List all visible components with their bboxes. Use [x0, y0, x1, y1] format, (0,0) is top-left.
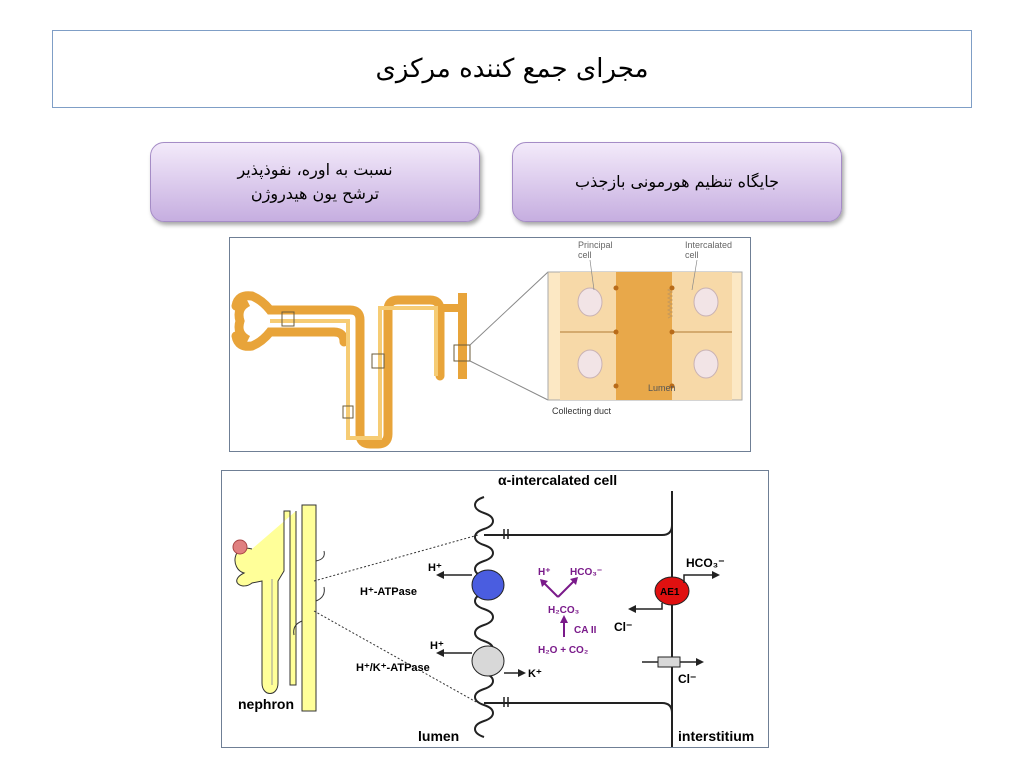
hk-atpase-label: H⁺/K⁺-ATPase: [356, 662, 430, 674]
apical-membrane: [474, 496, 494, 738]
cell-title: α-intercalated cell: [498, 472, 617, 488]
h-plus-label-2: H⁺: [430, 640, 444, 652]
cl-in-label: Cl⁻: [614, 620, 632, 634]
intercalated-cell-figure: nephron α-intercalated cell H⁺ H⁺-ATPase…: [221, 470, 769, 748]
ae1-label: AE1: [660, 587, 680, 598]
h-plus-label: H⁺: [428, 562, 442, 574]
collecting-duct-segment: [458, 293, 467, 379]
intercalated-cell-label-2: cell: [685, 250, 699, 260]
rxn-h-plus: H⁺: [538, 567, 551, 578]
lumen-label: lumen: [418, 728, 459, 744]
info-box-right-line1: جایگاه تنظیم هورمونی بازجذب: [575, 172, 779, 191]
cl-out-label: Cl⁻: [678, 672, 696, 686]
rxn-h2co3: H₂CO₃: [548, 605, 580, 616]
hco3-out-label: HCO₃⁻: [686, 556, 725, 570]
principal-cell-label-2: cell: [578, 250, 592, 260]
lumen-region: [616, 272, 672, 400]
rxn-ca-ii: CA II: [574, 625, 597, 636]
nephron-tubule: [231, 291, 445, 449]
k-plus-label: K⁺: [528, 668, 542, 680]
interstitium-label: interstitium: [678, 728, 754, 744]
intercalated-cell-label: Intercalated: [685, 240, 732, 250]
glomerulus: [232, 539, 248, 555]
h-atpase-label: H⁺-ATPase: [360, 586, 417, 598]
zoom-line-top: [313, 534, 479, 582]
intercalated-cell-svg: nephron α-intercalated cell H⁺ H⁺-ATPase…: [232, 472, 754, 747]
h-atpase-pump: [471, 569, 505, 601]
page-title: مجرای جمع کننده مرکزی: [375, 54, 649, 84]
title-box: مجرای جمع کننده مرکزی: [52, 30, 972, 108]
info-box-urea-hydrogen: نسبت به اوره، نفوذپذیر ترشح یون هیدروژن: [150, 142, 480, 222]
info-box-left-line1: نسبت به اوره، نفوذپذیر: [237, 160, 393, 179]
info-box-hormonal-regulation: جایگاه تنظیم هورمونی بازجذب: [512, 142, 842, 222]
reaction-arrows: [543, 580, 575, 637]
lumen-label: Lumen: [648, 383, 676, 393]
collecting-duct-label: Collecting duct: [552, 406, 612, 416]
nephron-label: nephron: [238, 696, 294, 712]
nephron-sketch: [234, 504, 325, 712]
collecting-duct-figure: Principal cell Intercalated cell Lumen C…: [229, 237, 751, 452]
cl-channel: [657, 656, 681, 668]
zoom-line-bottom: [313, 610, 479, 704]
ae1-exchanger: [654, 576, 690, 606]
principal-cell-label: Principal: [578, 240, 613, 250]
rxn-h2o-co2: H₂O + CO₂: [538, 645, 588, 656]
rxn-hco3: HCO₃⁻: [570, 567, 602, 578]
hk-atpase-pump: [471, 645, 505, 677]
info-box-left-line2: ترشح یون هیدروژن: [250, 184, 380, 203]
collecting-duct-svg: Principal cell Intercalated cell Lumen C…: [231, 240, 743, 449]
